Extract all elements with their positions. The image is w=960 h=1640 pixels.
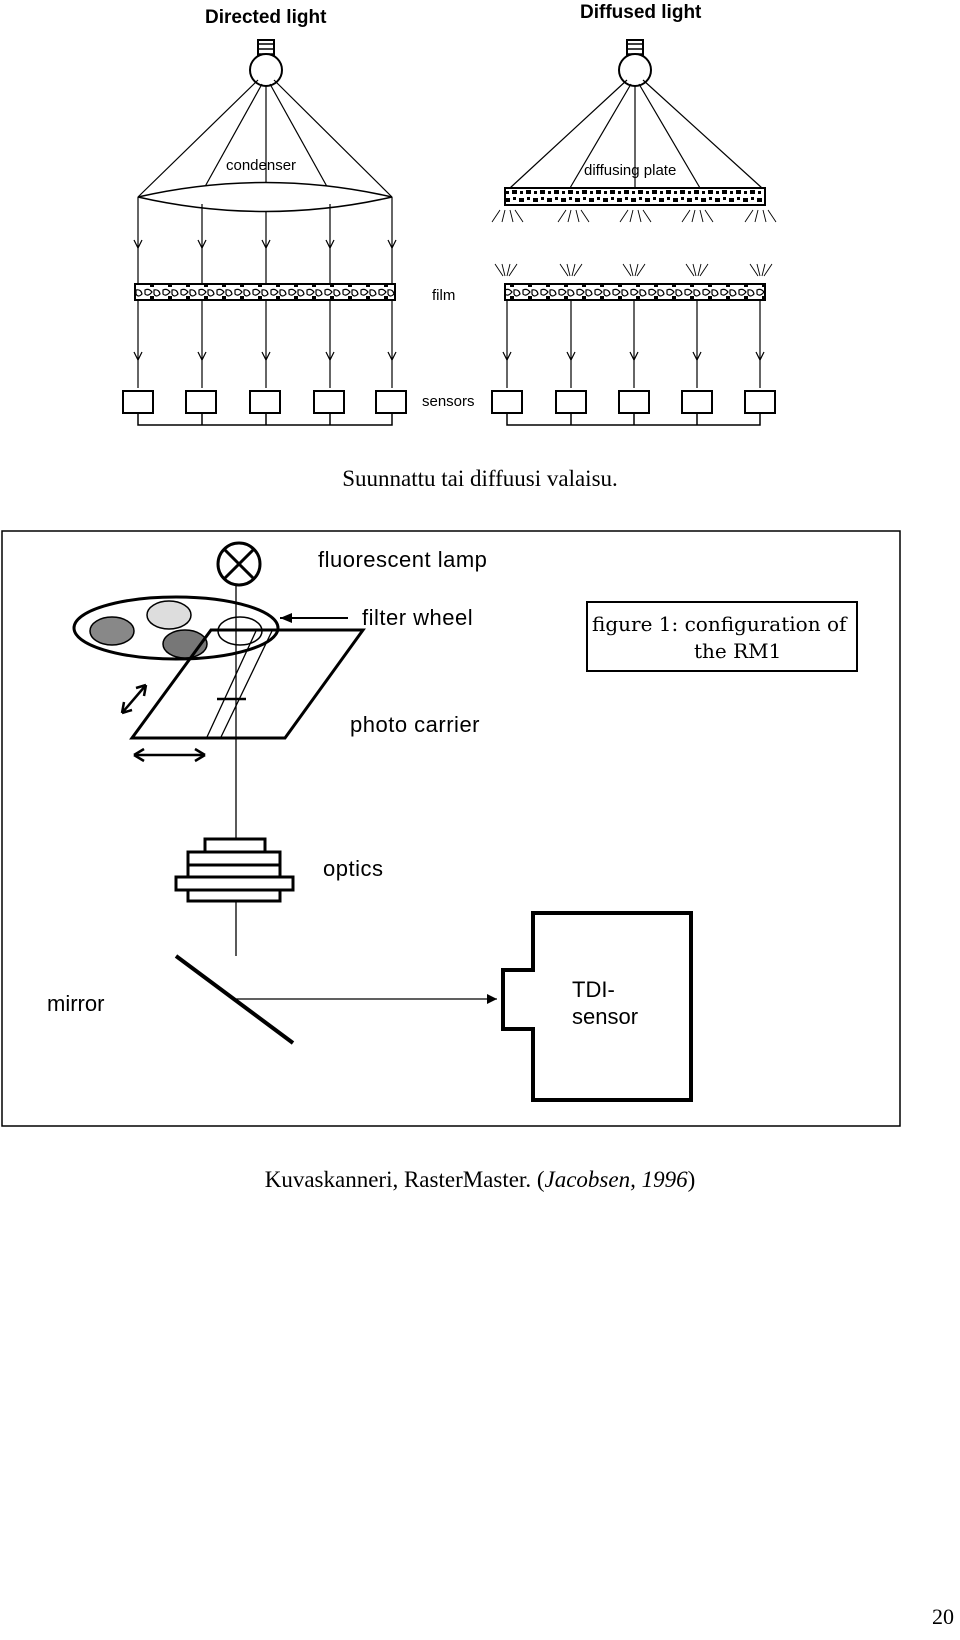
label-fluorescent-lamp: fluorescent lamp — [318, 547, 487, 572]
label-mirror: mirror — [47, 991, 104, 1016]
label-filter-wheel: filter wheel — [362, 605, 473, 630]
caption-rastermaster: Kuvaskanneri, RasterMaster. (Jacobsen, 1… — [0, 1167, 960, 1193]
sensors-left — [122, 390, 407, 414]
title-directed-light: Directed light — [205, 7, 327, 28]
sensor-label-line-1: TDI- — [572, 977, 615, 1002]
carrier-move-arrows — [120, 683, 206, 763]
label-condenser: condenser — [226, 157, 296, 174]
light-diagram: Directed light Diffused light condenser — [122, 2, 777, 426]
condenser-lens — [137, 181, 393, 213]
mirror — [174, 954, 295, 1045]
scatter-marks-bottom — [494, 263, 773, 277]
caption-close: ) — [687, 1167, 696, 1192]
sensor-label-line-2: sensor — [572, 1004, 638, 1029]
title-diffused-light: Diffused light — [580, 2, 702, 23]
bulb-right-icon — [618, 39, 652, 87]
photo-carrier — [129, 628, 366, 740]
optics-lens — [174, 837, 295, 903]
film-right — [504, 283, 766, 301]
label-photo-carrier: photo carrier — [350, 712, 480, 737]
caption-lighting: Suunnattu tai diffuusi valaisu. — [342, 466, 618, 491]
scatter-marks-top — [491, 209, 777, 223]
diffusing-plate — [504, 187, 766, 206]
film-left — [134, 283, 396, 301]
legend-line-1: figure 1: configuration of — [592, 612, 848, 636]
legend-box — [586, 601, 858, 672]
caption-citation: Jacobsen, 1996 — [544, 1167, 688, 1192]
sensors-right — [491, 390, 776, 414]
caption-text: Kuvaskanneri, RasterMaster. ( — [264, 1167, 545, 1192]
label-film: film — [432, 287, 455, 304]
label-diffusing-plate: diffusing plate — [584, 162, 676, 179]
label-optics: optics — [323, 856, 383, 881]
page-number: 20 — [932, 1604, 954, 1629]
legend-line-2: the RM1 — [694, 639, 781, 663]
left-rays — [137, 79, 393, 198]
label-sensors: sensors — [422, 393, 475, 410]
right-diffused-arrows — [502, 300, 765, 388]
bulb-left-icon — [249, 39, 283, 87]
fluorescent-lamp-icon — [216, 541, 262, 587]
tdi-sensor — [501, 911, 693, 1102]
right-rays — [509, 79, 763, 189]
rastermaster-diagram: fluorescent lamp filter wheel figure 1: … — [1, 530, 901, 1127]
